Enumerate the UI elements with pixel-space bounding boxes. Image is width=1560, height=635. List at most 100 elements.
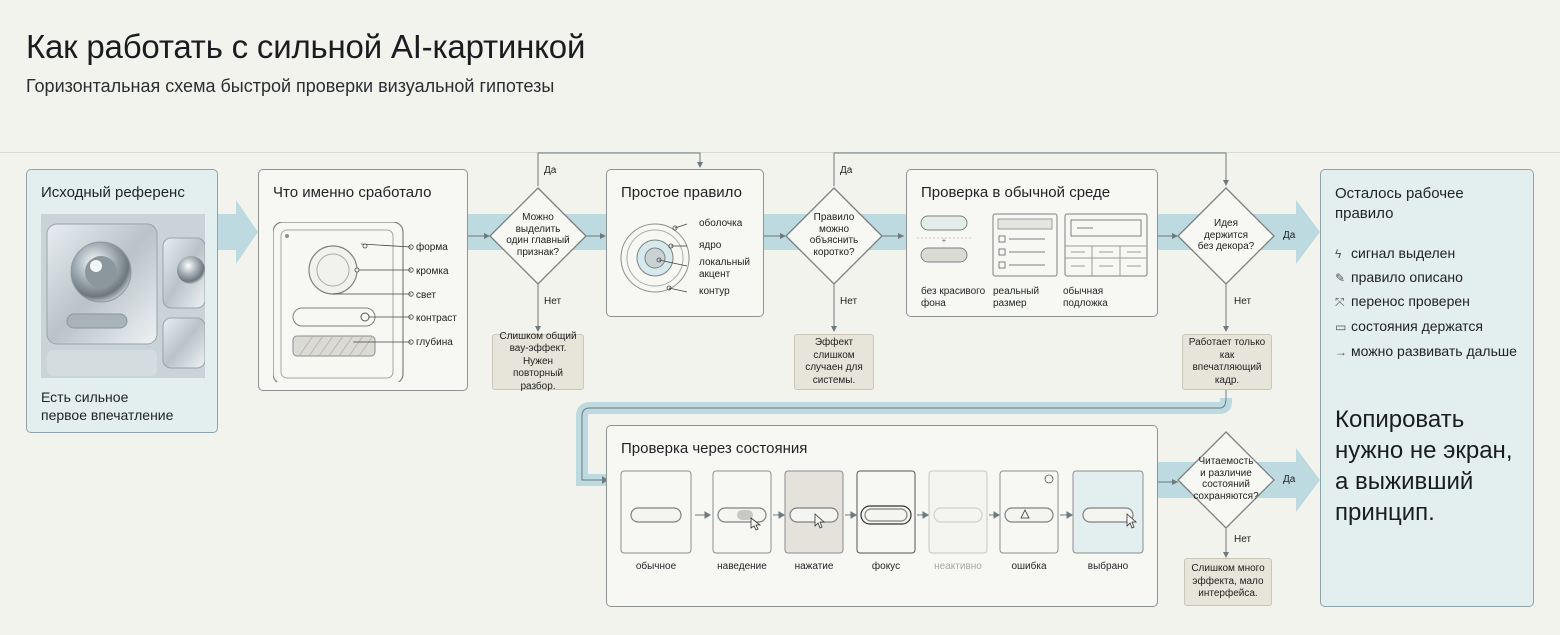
normal-env-caption-3-line-1: обычная [1063, 286, 1104, 297]
result-item-states: ▭ состояния держатся [1335, 318, 1483, 334]
pencil-icon: ✎ [1335, 271, 1346, 285]
decision4-line-1: Читаемость [1198, 456, 1254, 467]
decision1-note: Слишком общий вау-эффект. Нужен повторны… [492, 330, 584, 392]
normal-env-card: Проверка в обычной среде + без красивого… [906, 169, 1158, 317]
arrow-right-icon: → [1335, 345, 1347, 359]
result-item-transfer: ⤧ перенос проверен [1335, 293, 1470, 310]
decision4-note: Слишком много эффекта, мало интерфейса. [1184, 558, 1272, 606]
worked-label-depth: глубина [416, 337, 453, 348]
reference-image [41, 214, 205, 378]
normal-env-caption-1-line-1: без красивого [921, 286, 986, 297]
decision3-note-line-4: кадр. [1214, 374, 1240, 386]
decision4-yes-label: Да [1283, 474, 1296, 485]
state-label-focus: фокус [871, 561, 901, 572]
decision4-line-3: состояний [1202, 479, 1250, 490]
result-item-rule-text: правило описано [1351, 269, 1463, 285]
rule-label-core: ядро [699, 240, 722, 251]
page-subtitle: Горизонтальная схема быстрой проверки ви… [26, 76, 555, 96]
decision3-line-2: держится [1203, 229, 1249, 241]
rule-label-accent-line-2: акцент [699, 269, 731, 280]
decision3-text: Идея держится без декора? [1190, 218, 1262, 253]
state-label-selected: выбрано [1087, 561, 1129, 572]
result-title: Осталось рабочее правило [1335, 184, 1464, 224]
result-item-rule: ✎ правило описано [1335, 269, 1463, 285]
worked-label-light: свет [416, 290, 437, 301]
page-title: Как работать с сильной AI-картинкой [26, 28, 586, 65]
decision2-line-1: Правило [813, 212, 855, 223]
expand-icon: ⤧ [1335, 295, 1345, 309]
normal-env-caption-2-line-1: реальный [993, 286, 1040, 297]
normal-env-caption-3: обычная подложка [1063, 286, 1108, 310]
simple-rule-title: Простое правило [621, 184, 742, 201]
decision1-line-2: выделить [515, 223, 561, 235]
flow-band-7 [1280, 448, 1320, 512]
decision-diamond-1 [489, 187, 587, 285]
normal-env-caption-3-line-2: подложка [1063, 298, 1108, 309]
decision2-line-3: объяснить [809, 235, 859, 246]
result-conclusion-line-3: а выживший [1335, 468, 1474, 495]
normal-env-caption-1-line-2: фона [921, 298, 946, 309]
decision4-no-label: Нет [1234, 534, 1252, 545]
decision1-note-line-1: Слишком общий [499, 330, 577, 342]
decision4-note-line-3: интерфейса. [1198, 588, 1258, 600]
worked-label-shape: форма [416, 242, 448, 253]
state-label-normal: обычное [635, 561, 677, 572]
result-conclusion-line-4: принцип. [1335, 499, 1435, 526]
result-conclusion-line-2: нужно не экран, [1335, 437, 1513, 464]
decision3-line-3: без декора? [1197, 241, 1255, 252]
decision1-note-line-2: вау-эффект. [509, 343, 567, 355]
result-item-develop-text: можно развивать дальше [1351, 343, 1517, 359]
result-conclusion: Копировать нужно не экран, а выживший пр… [1335, 404, 1512, 528]
decision3-note-line-1: Работает только [1188, 337, 1266, 348]
decision1-yes-label: Да [544, 165, 557, 176]
state-label-pressed: нажатие [794, 561, 834, 572]
reference-card: Исходный референс Есть сильное п [26, 169, 218, 433]
result-item-signal-text: сигнал выделен [1351, 245, 1456, 261]
simple-rule-card: Простое правило оболочка ядро локальный … [606, 169, 764, 317]
decision4-text: Читаемость и различие состояний сохраняю… [1190, 456, 1262, 502]
worked-label-edge: кромка [416, 266, 449, 277]
decision3-no-label: Нет [1234, 296, 1252, 307]
normal-env-title: Проверка в обычной среде [921, 184, 1111, 201]
decision2-yes-label: Да [840, 165, 853, 176]
state-label-error: ошибка [1011, 561, 1047, 572]
result-item-states-text: состояния держатся [1351, 318, 1484, 334]
bolt-icon: ϟ [1335, 247, 1342, 261]
what-worked-title: Что именно сработало [273, 184, 432, 201]
decision4-note-line-2: эффекта, мало [1192, 575, 1264, 587]
decision4-line-4: сохраняются? [1193, 490, 1259, 502]
square-icon: ▭ [1335, 320, 1347, 334]
state-label-hover: наведение [717, 561, 767, 572]
rule-label-accent-line-1: локальный [699, 257, 751, 268]
decision2-line-2: можно [818, 223, 850, 235]
decision3-yes-label: Да [1283, 230, 1296, 241]
decision1-line-1: Можно [522, 212, 554, 223]
top-guide-line [0, 152, 1560, 153]
what-worked-card: Что именно сработало форма кромка свет к… [258, 169, 468, 391]
normal-env-caption-1: без красивого фона [921, 286, 985, 310]
decision3-line-1: Идея [1214, 218, 1238, 229]
reference-caption-line-1: Есть сильное [41, 389, 129, 405]
decision-diamond-2 [785, 187, 883, 285]
decision1-note-line-3: Нужен повторный [513, 355, 563, 380]
decision1-line-3: один главный [506, 235, 570, 246]
normal-env-sketch: + [917, 213, 1148, 277]
decision1-text: Можно выделить один главный признак? [502, 212, 574, 258]
result-item-transfer-text: перенос проверен [1351, 293, 1470, 309]
decision-diamond-4 [1177, 431, 1275, 529]
normal-env-caption-2-line-2: размер [993, 298, 1027, 309]
decision2-text: Правило можно объяснить коротко? [798, 212, 870, 258]
decision1-no-label: Нет [544, 296, 562, 307]
decision2-line-4: коротко? [813, 246, 855, 258]
result-title-line-2: правило [1335, 205, 1394, 222]
states-card: Проверка через состояния [606, 425, 1158, 607]
worked-label-contrast: контраст [416, 313, 457, 324]
decision4-line-2: и различие [1200, 467, 1252, 479]
reference-caption: Есть сильное первое впечатление [41, 388, 173, 424]
reference-caption-line-2: первое впечатление [41, 407, 174, 423]
decision3-note-line-2: как [1219, 349, 1235, 361]
decision1-note-line-4: разбор. [520, 380, 556, 392]
svg-text:+: + [942, 236, 947, 245]
decision1-line-4: признак? [516, 246, 560, 258]
